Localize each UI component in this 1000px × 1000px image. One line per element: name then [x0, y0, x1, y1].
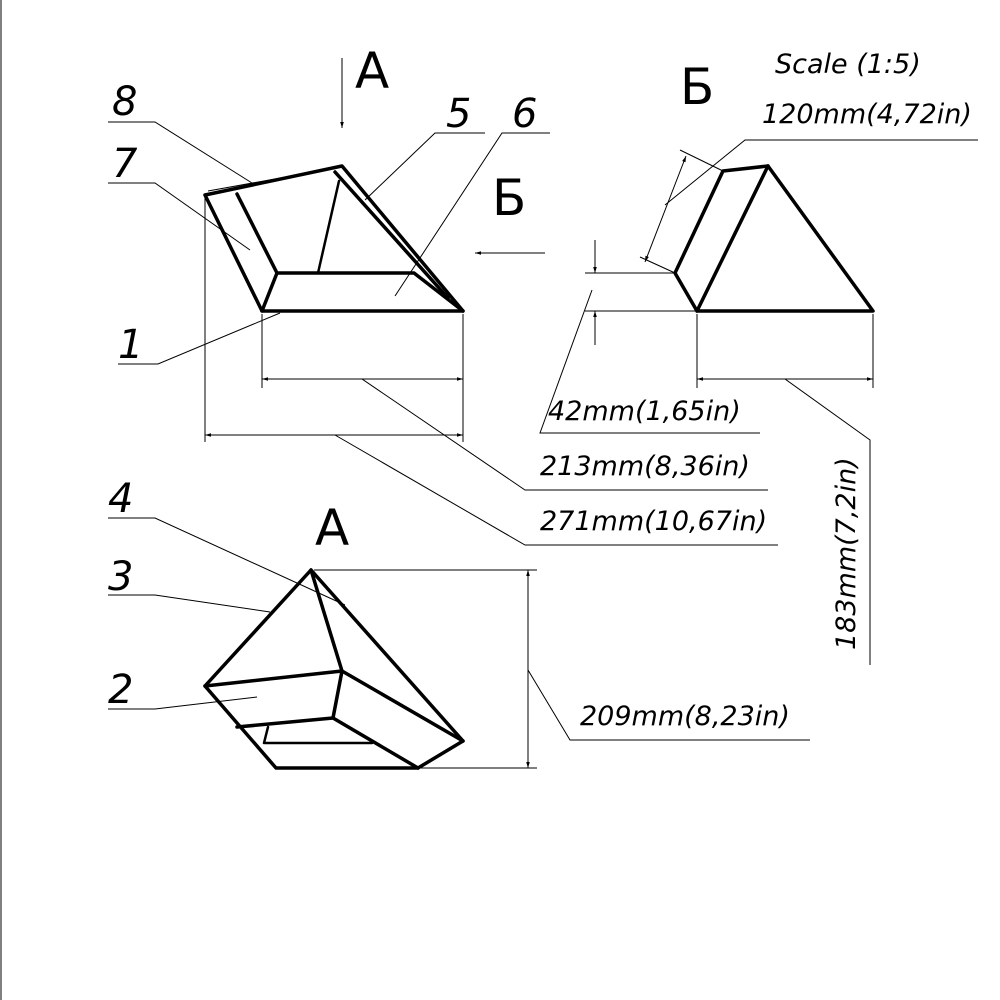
- callout-7: 7: [112, 141, 138, 187]
- view-b-part: [673, 164, 875, 313]
- callout-1: 1: [118, 322, 143, 368]
- dimension-120: 120mm(4,72in): [762, 99, 972, 130]
- callout-4: 4: [108, 476, 133, 522]
- dimension-183: 183mm(7,2in): [831, 457, 862, 650]
- view-a-title: A: [315, 499, 349, 557]
- dimension-42: 42mm(1,65in): [548, 396, 741, 427]
- view-a-part: [203, 568, 465, 770]
- callout-6: 6: [512, 91, 537, 137]
- dimension-209: 209mm(8,23in): [580, 701, 790, 732]
- dimension-lines-main: [204, 198, 778, 546]
- view-a-arrow-label: A: [355, 42, 389, 100]
- dimension-271: 271mm(10,67in): [540, 506, 767, 537]
- callout-5: 5: [446, 91, 471, 137]
- dimension-lines-view-a: [314, 569, 810, 769]
- callout-leaders: [108, 121, 550, 710]
- dimension-lines-view-b: [539, 139, 978, 665]
- dimension-213: 213mm(8,36in): [540, 451, 750, 482]
- callout-2: 2: [108, 667, 133, 713]
- scale-label: Scale (1:5): [775, 49, 921, 80]
- view-b-title: Б: [680, 58, 714, 116]
- callout-8: 8: [112, 79, 137, 125]
- main-view-part: [203, 164, 465, 313]
- callout-3: 3: [108, 554, 133, 600]
- view-b-arrow-label: Б: [492, 169, 526, 227]
